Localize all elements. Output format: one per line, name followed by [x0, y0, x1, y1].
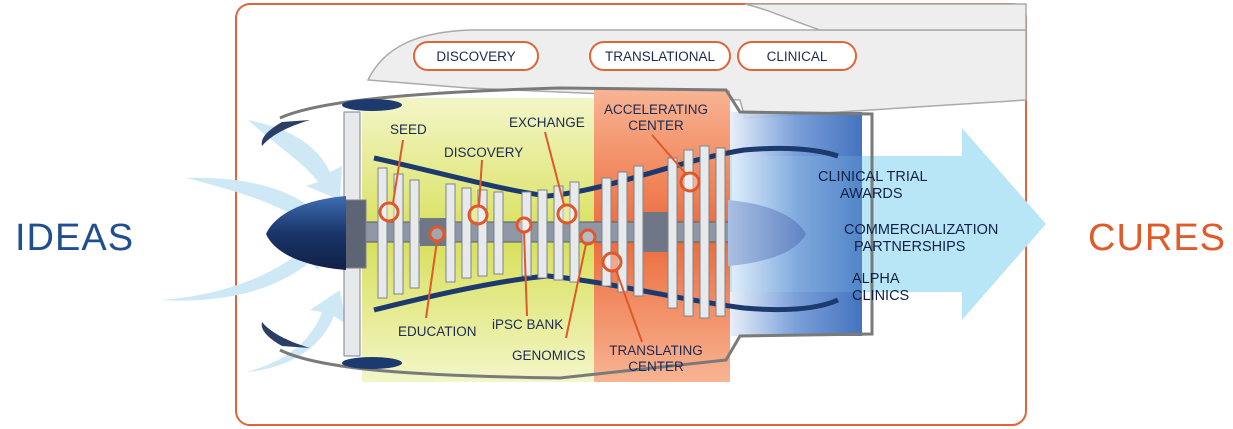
intake-inner-top: [342, 99, 402, 111]
label-accelerating-line1: ACCELERATING: [604, 102, 708, 117]
outcome-commercialization-line2: PARTNERSHIPS: [854, 239, 965, 255]
casing-lip-top: [261, 120, 310, 146]
intake-inner-bottom: [342, 357, 402, 369]
label-accelerating-line2: CENTER: [628, 118, 684, 133]
label-genomics: GENOMICS: [512, 348, 586, 363]
label-translating-line2: CENTER: [628, 359, 684, 374]
label-exchange: EXCHANGE: [509, 115, 585, 130]
compressor-blades: [377, 165, 644, 299]
leader-lines: [392, 131, 687, 343]
program-markers: [378, 171, 701, 273]
phase-label-translational: TRANSLATIONAL: [605, 49, 716, 64]
phase-label-discovery: DISCOVERY: [436, 49, 515, 64]
nose-cone: [266, 196, 346, 270]
label-discovery-program: DISCOVERY: [444, 145, 523, 160]
phase-label-clinical: CLINICAL: [767, 49, 828, 64]
wing-shape: [744, 3, 1027, 31]
phase-pills: DISCOVERY TRANSLATIONAL CLINICAL: [413, 41, 857, 71]
exhaust-cone: [728, 200, 806, 266]
label-education: EDUCATION: [398, 324, 477, 339]
outcome-alpha-line2: CLINICS: [852, 288, 909, 304]
fan-blades: [337, 111, 367, 357]
label-ipsc-bank: iPSC BANK: [492, 317, 563, 332]
shaft-hub-2: [640, 212, 670, 252]
label-seed: SEED: [390, 122, 427, 137]
outcome-clinical-trial-line1: CLINICAL TRIAL: [818, 169, 928, 185]
label-translating-line1: TRANSLATING: [609, 343, 703, 358]
outcome-alpha-line1: ALPHA: [852, 271, 900, 287]
casing-lip-bottom: [261, 322, 310, 348]
cures-label: CURES: [1088, 217, 1226, 259]
outcome-clinical-trial-line2: AWARDS: [840, 186, 903, 202]
outcome-commercialization-line1: COMMERCIALIZATION: [844, 222, 998, 238]
ideas-label: IDEAS: [15, 217, 134, 259]
